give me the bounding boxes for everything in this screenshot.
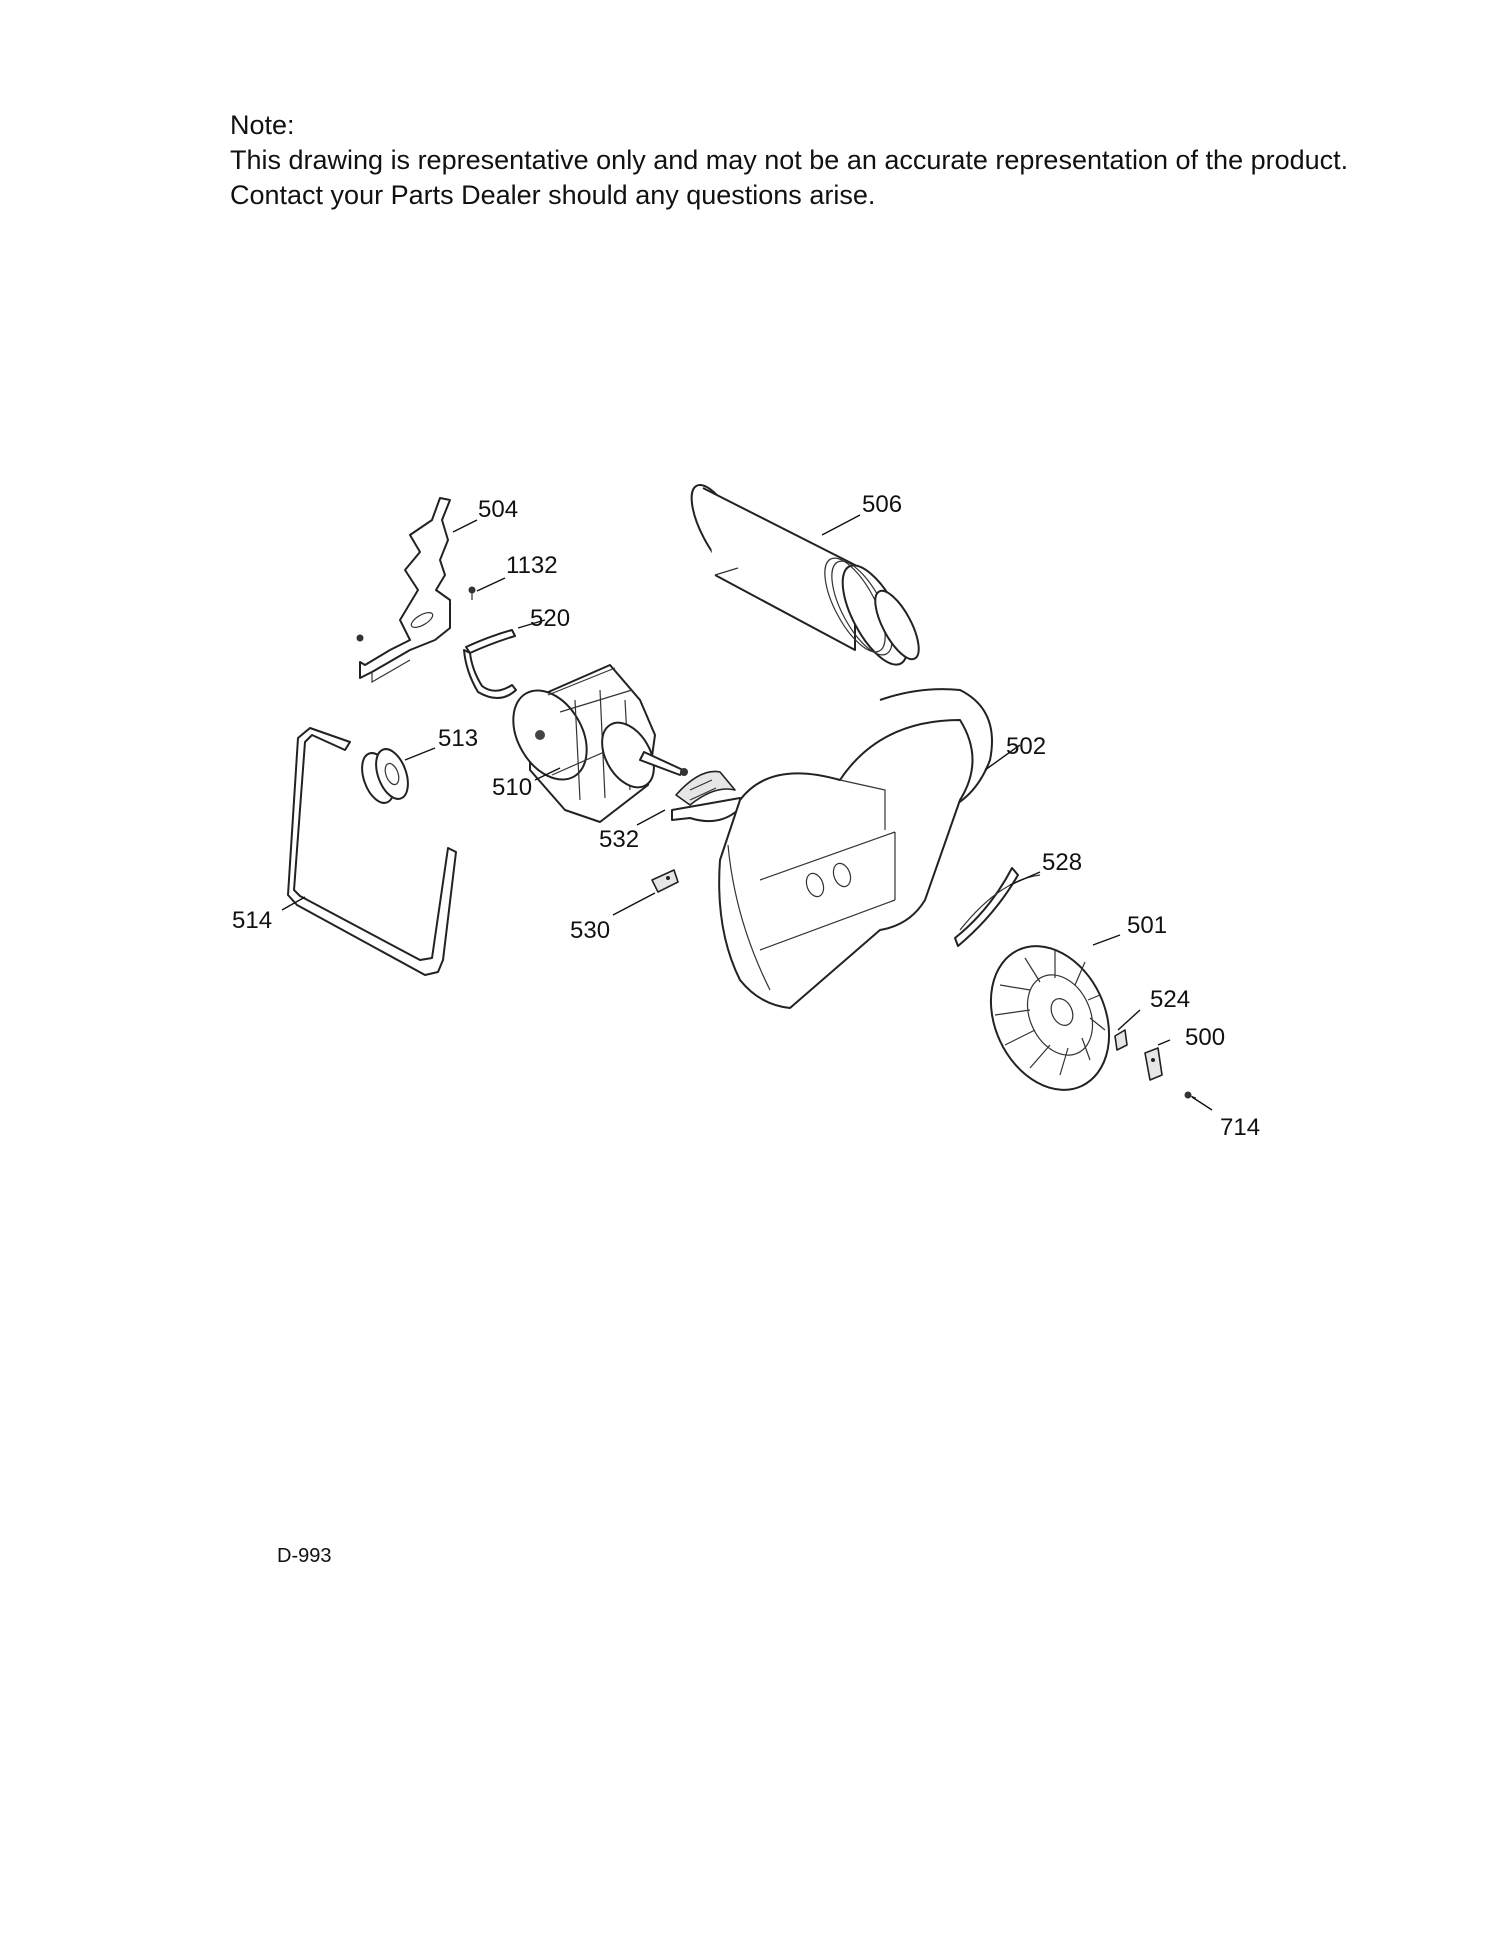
part-502-blower-housing	[718, 688, 993, 1009]
callout-506: 506	[862, 491, 902, 518]
part-532-motor-clamp	[671, 770, 743, 822]
callout-514: 514	[232, 907, 272, 934]
callout-524: 524	[1150, 986, 1190, 1013]
callout-513: 513	[438, 725, 478, 752]
callout-1132: 1132	[506, 552, 558, 579]
callout-510: 510	[492, 774, 532, 801]
callout-500: 500	[1185, 1024, 1225, 1051]
callout-504: 504	[478, 496, 518, 523]
part-1132-screw	[468, 586, 476, 600]
part-510-drive-motor	[512, 664, 688, 823]
part-528-housing-seal	[954, 867, 1041, 947]
part-504-motor-bracket	[356, 497, 451, 684]
part-714-screw	[1184, 1091, 1197, 1099]
disclaimer-note: Note: This drawing is representative onl…	[230, 108, 1348, 213]
callout-528: 528	[1042, 849, 1082, 876]
callout-501: 501	[1127, 912, 1167, 939]
part-506-blower-duct	[690, 484, 920, 666]
callout-520: 520	[530, 605, 570, 632]
part-501-blower-wheel	[989, 945, 1111, 1091]
callout-714: 714	[1220, 1114, 1260, 1141]
part-524-washer	[1114, 1029, 1128, 1051]
part-530-clip	[651, 869, 679, 893]
part-520-motor-strap	[463, 629, 517, 699]
note-heading: Note:	[230, 110, 295, 140]
callout-502: 502	[1006, 733, 1046, 760]
part-514-drive-belt	[287, 727, 457, 976]
diagram-code: D-993	[277, 1545, 332, 1567]
callout-530: 530	[570, 917, 610, 944]
callout-532: 532	[599, 826, 639, 853]
part-513-motor-pulley	[361, 748, 409, 804]
note-line-2: Contact your Parts Dealer should any que…	[230, 180, 876, 210]
note-line-1: This drawing is representative only and …	[230, 145, 1349, 175]
part-500-bracket	[1144, 1047, 1163, 1081]
callout-leaders	[281, 514, 1213, 1111]
